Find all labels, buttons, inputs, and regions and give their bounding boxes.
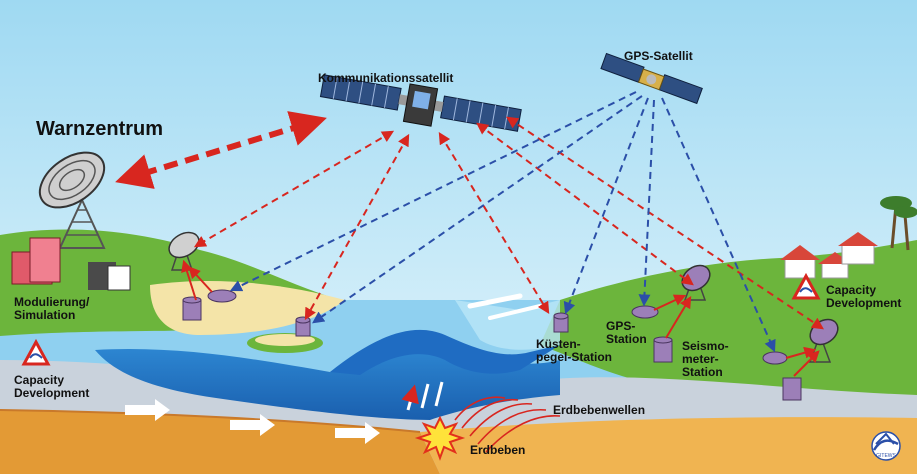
crust-right: [420, 417, 917, 474]
seismometer-station-label: Seismo- meter- Station: [682, 339, 729, 379]
earthquake-burst-icon: [414, 415, 466, 461]
gitews-logo: GITEWS: [871, 431, 901, 461]
tsunami-wave: [330, 329, 560, 375]
seismic-waves-label: Erdbebenwellen: [553, 403, 646, 417]
warning-center-buildings-icon: [11, 237, 131, 291]
coastal-gauge-label: Küsten- pegel-Station: [536, 337, 613, 364]
seismometer-icon: [653, 336, 673, 363]
earthquake-label: Erdbeben: [470, 443, 526, 457]
gps-satellite-label: GPS-Satellit: [624, 49, 693, 63]
crust-left: [0, 410, 440, 474]
gps-station-label: GPS- Station: [606, 319, 647, 346]
sensor-uplinks: [181, 259, 820, 377]
island-tide-gauge-icon: [295, 316, 311, 337]
main-warning-link: [115, 111, 327, 189]
warnzentrum-label: Warnzentrum: [36, 118, 164, 140]
gps-satellite-icon: [600, 52, 703, 105]
svg-text:GITEWS: GITEWS: [876, 453, 896, 459]
capacity-development-left-label: Capacity Development: [14, 373, 90, 400]
modelling-simulation-label: Modulierung/ Simulation: [14, 295, 90, 322]
coastal-gauge-icon: [553, 312, 569, 333]
plate-motion-arrows: [125, 399, 380, 444]
capacity-development-right-label: Capacity Development: [826, 283, 902, 310]
uplift-arrows: [401, 381, 444, 411]
gps-links: [229, 91, 776, 353]
palm-trees-icon: [880, 196, 917, 251]
warning-sign-left-icon: [21, 338, 51, 366]
warning-center-dish-icon: [38, 151, 106, 249]
seismic-waves: [454, 396, 561, 453]
communication-satellite-label: Kommunikationssatellit: [318, 71, 454, 85]
